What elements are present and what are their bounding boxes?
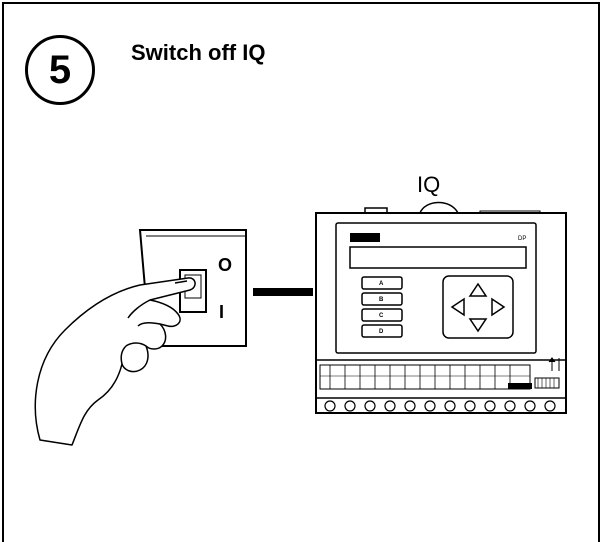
- arrow-left-icon: [450, 297, 465, 317]
- nav-pad: [442, 275, 514, 339]
- arrow-down-icon: [468, 318, 488, 333]
- button-c[interactable]: [361, 308, 403, 322]
- button-a-label: A: [379, 281, 384, 287]
- iq-controller: [315, 201, 567, 414]
- button-d-label: D: [379, 329, 384, 335]
- device-label: IQ: [417, 172, 441, 197]
- display-tag: DP: [518, 236, 526, 242]
- display-label-block: [350, 233, 380, 242]
- button-c-label: C: [379, 313, 384, 319]
- display-screen: [349, 246, 527, 269]
- button-b[interactable]: [361, 292, 403, 306]
- terminal-blocks: [319, 357, 560, 390]
- screw-terminals: [324, 400, 556, 412]
- arrow-up-icon: [468, 282, 488, 297]
- connection-bar: [253, 288, 313, 296]
- step-title: Switch off IQ: [131, 40, 266, 65]
- button-b-label: B: [379, 297, 384, 303]
- step-number: 5: [25, 35, 95, 105]
- hand-illustration: [34, 277, 196, 446]
- button-a[interactable]: [361, 276, 403, 290]
- button-d[interactable]: [361, 324, 403, 338]
- arrow-right-icon: [491, 297, 506, 317]
- switch-on-label: O: [218, 255, 233, 275]
- switch-off-label: I: [219, 302, 225, 322]
